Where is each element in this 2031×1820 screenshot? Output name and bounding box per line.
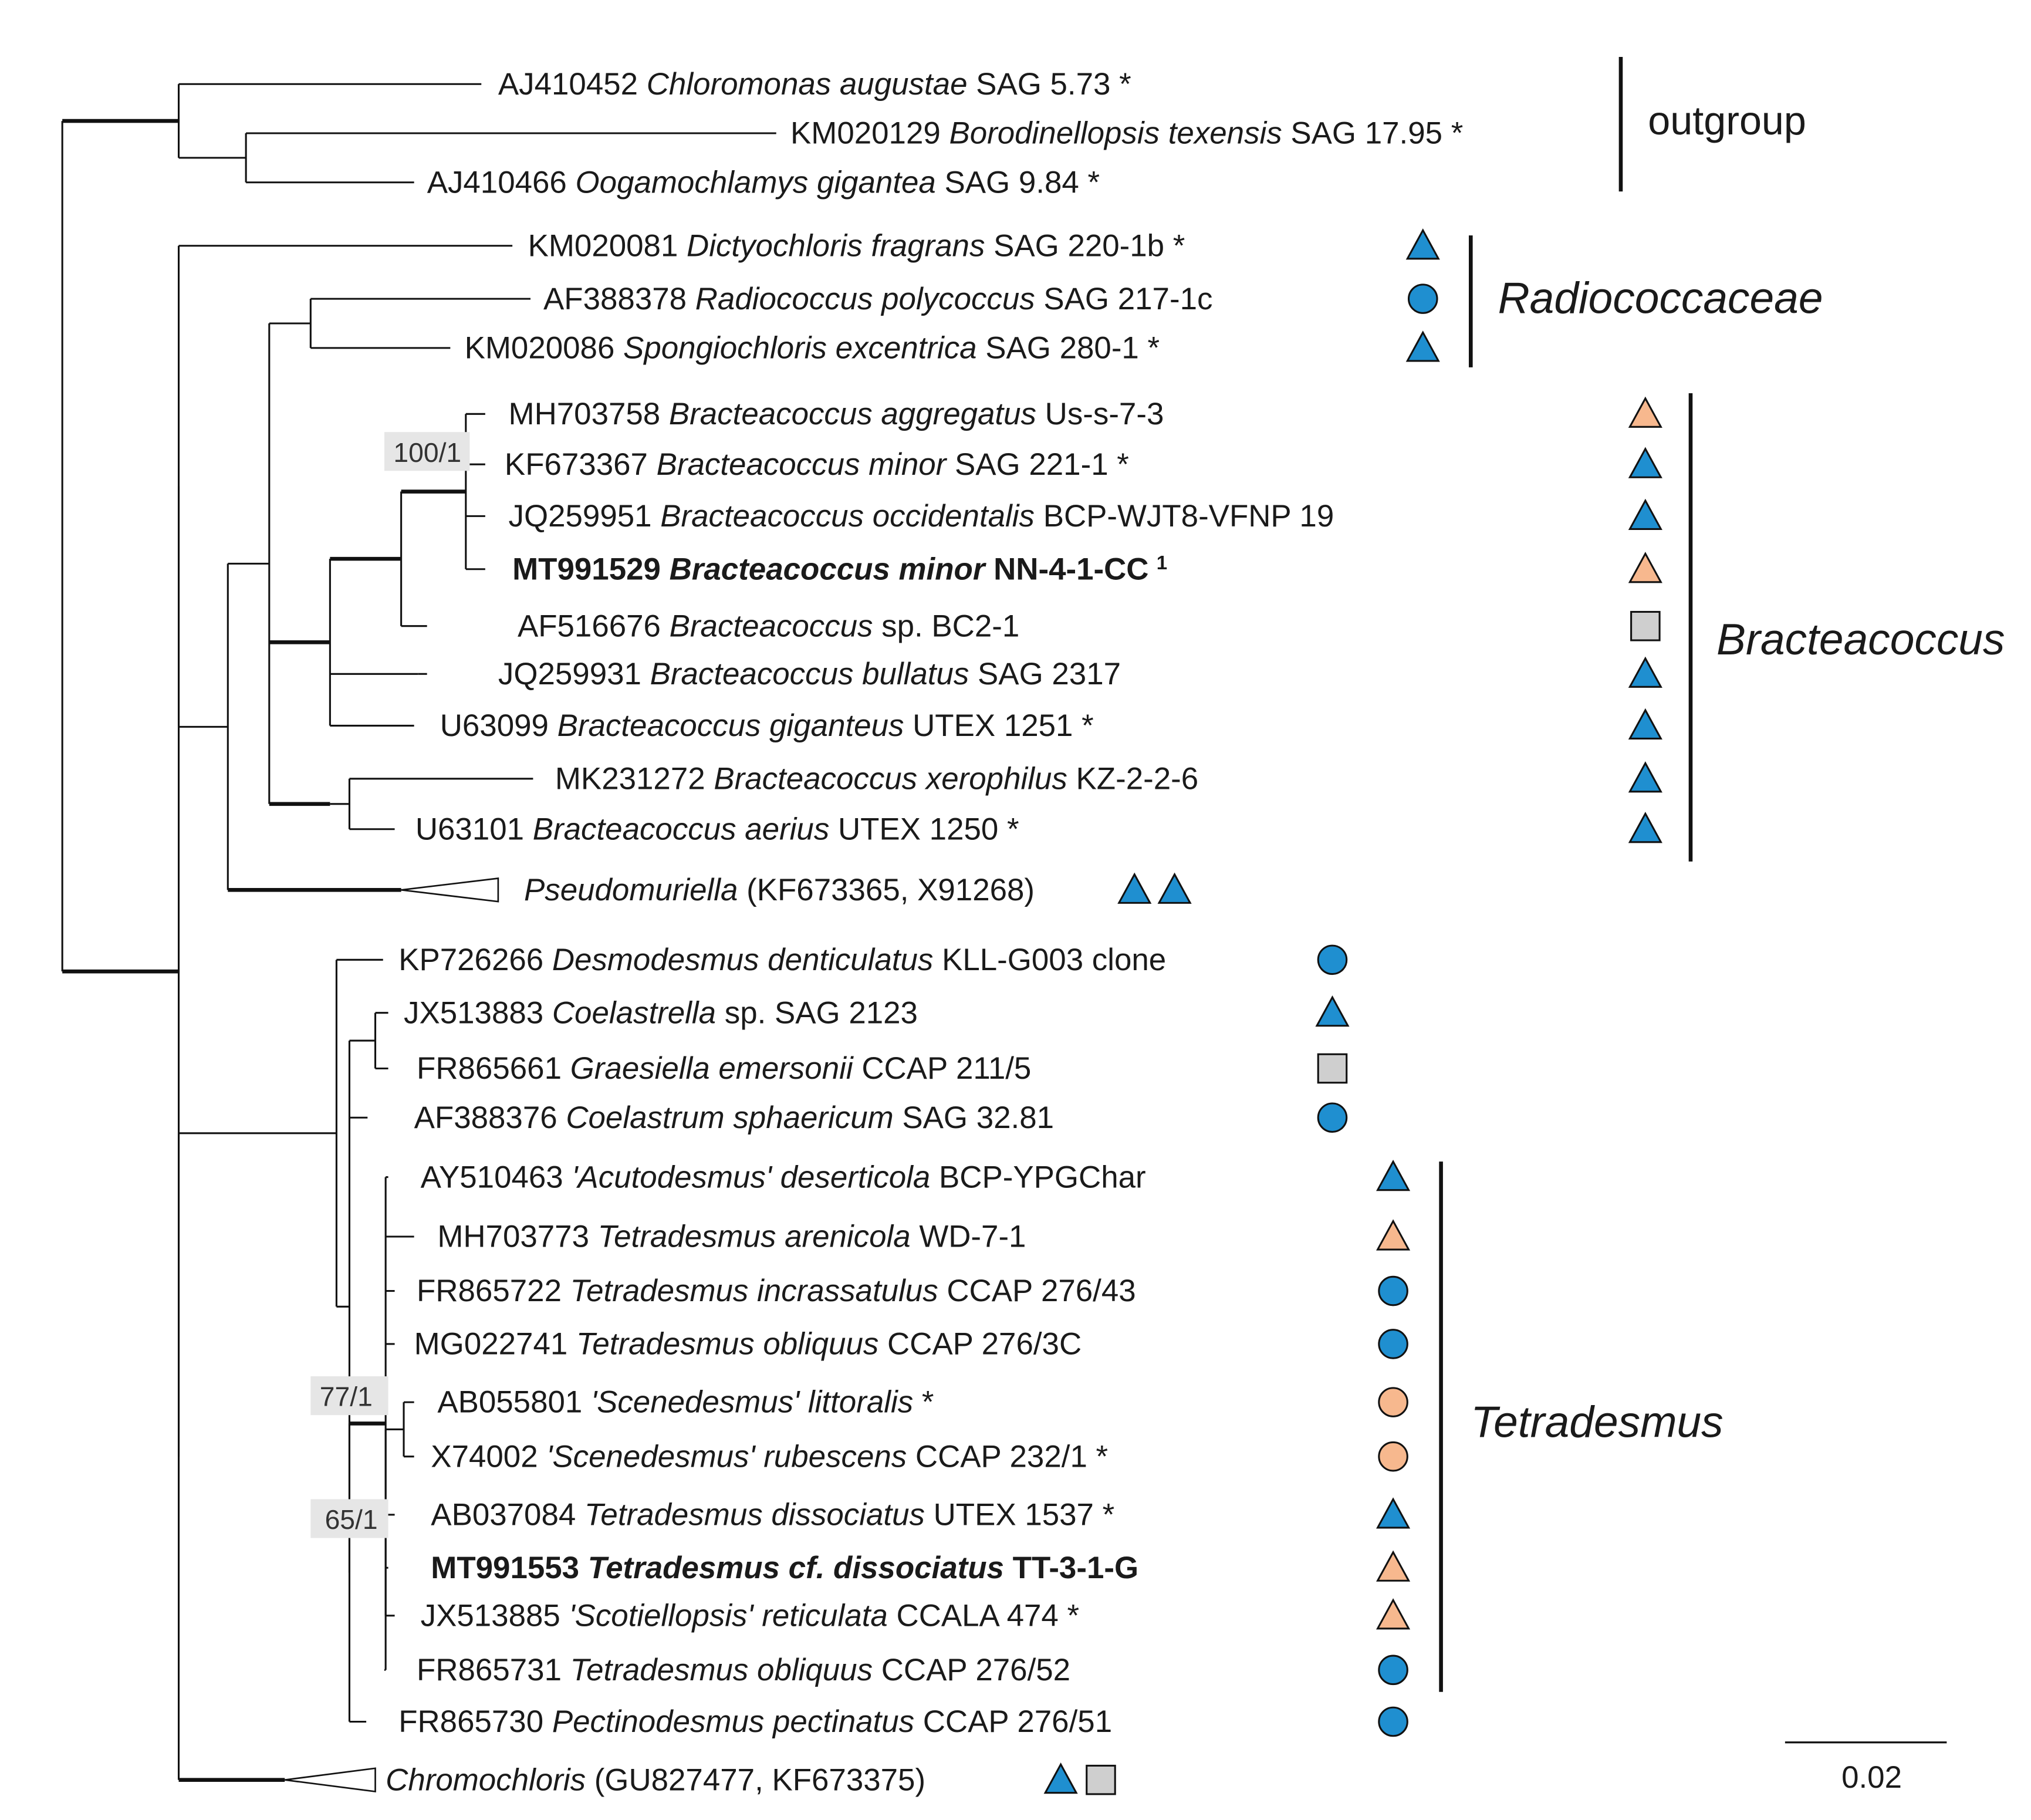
orange-circle-icon <box>1378 1441 1408 1472</box>
group-label-tetradesmus: Tetradesmus <box>1471 1397 1723 1447</box>
taxon-label: MH703773 Tetradesmus arenicola WD-7-1 <box>437 1220 1026 1254</box>
orange-triangle-icon <box>1376 1550 1411 1582</box>
orange-triangle-icon <box>1376 1598 1411 1630</box>
taxon-label: KM020129 Borodinellopsis texensis SAG 17… <box>790 116 1463 151</box>
taxon-label: Chromochloris (GU827477, KF673375) <box>386 1762 925 1797</box>
taxon-labels: AJ410452 Chloromonas augustae SAG 5.73 *… <box>386 67 1463 1797</box>
taxon-label: Pseudomuriella (KF673365, X91268) <box>524 873 1035 907</box>
blue-circle-icon <box>1378 1329 1408 1359</box>
taxon-label: AJ410466 Oogamochlamys gigantea SAG 9.84… <box>427 165 1100 200</box>
blue-circle-icon <box>1407 283 1438 314</box>
blue-circle-icon <box>1378 1654 1408 1686</box>
taxon-label: KP726266 Desmodesmus denticulatus KLL-G0… <box>398 943 1166 977</box>
blue-triangle-icon <box>1117 872 1152 904</box>
bootstrap-bg-2 <box>310 1376 388 1416</box>
taxon-label: FR865730 Pectinodesmus pectinatus CCAP 2… <box>398 1704 1112 1739</box>
group-label-bracteacoccus: Bracteacoccus <box>1716 614 2005 664</box>
bootstrap-label: 65/1 <box>325 1504 378 1535</box>
scale-bar: 0.02 <box>1785 1741 1947 1795</box>
collapsed-clade-triangle <box>401 877 499 903</box>
blue-circle-icon <box>1378 1275 1408 1306</box>
taxon-label: MT991553 Tetradesmus cf. dissociatus TT-… <box>431 1551 1138 1585</box>
blue-circle-icon <box>1317 1102 1348 1133</box>
taxon-label: FR865722 Tetradesmus incrassatulus CCAP … <box>417 1274 1136 1308</box>
blue-triangle-icon <box>1628 498 1662 530</box>
orange-circle-icon <box>1378 1387 1408 1417</box>
taxon-label: JQ259931 Bracteacoccus bullatus SAG 2317 <box>498 657 1121 691</box>
blue-triangle-icon <box>1628 812 1662 843</box>
blue-triangle-icon <box>1376 1159 1411 1191</box>
bootstrap-bg-1 <box>384 432 470 471</box>
gray-square-icon <box>1086 1764 1116 1795</box>
taxon-label: MH703758 Bracteacoccus aggregatus Us-s-7… <box>509 397 1164 431</box>
blue-triangle-icon <box>1628 447 1662 478</box>
taxon-label: U63099 Bracteacoccus giganteus UTEX 1251… <box>440 708 1094 743</box>
scale-bar-label: 0.02 <box>1841 1760 1902 1795</box>
tree-branches <box>61 83 776 1793</box>
taxon-label: FR865731 Tetradesmus obliquus CCAP 276/5… <box>417 1653 1070 1687</box>
blue-triangle-icon <box>1315 995 1350 1027</box>
blue-triangle-icon <box>1628 708 1662 740</box>
bootstrap-labels: 100/1 77/1 65/1 <box>310 432 470 1538</box>
taxon-label: AJ410452 Chloromonas augustae SAG 5.73 * <box>498 67 1131 102</box>
group-label-radiococcaceae: Radiococcaceae <box>1498 273 1823 322</box>
blue-triangle-icon <box>1628 656 1662 688</box>
group-label-outgroup: outgroup <box>1648 99 1806 143</box>
taxon-label: JX513883 Coelastrella sp. SAG 2123 <box>404 995 918 1030</box>
gray-square-icon <box>1317 1053 1348 1084</box>
blue-triangle-icon <box>1405 228 1440 260</box>
orange-triangle-icon <box>1628 552 1662 583</box>
blue-triangle-icon <box>1157 872 1192 904</box>
taxon-label: AY510463 'Acutodesmus' deserticola BCP-Y… <box>421 1160 1146 1194</box>
taxon-label: JQ259951 Bracteacoccus occidentalis BCP-… <box>509 499 1334 533</box>
orange-triangle-icon <box>1376 1219 1411 1251</box>
blue-triangle-icon <box>1376 1497 1411 1529</box>
gray-square-icon <box>1630 610 1661 641</box>
blue-triangle-icon <box>1405 330 1440 362</box>
taxon-label: MG022741 Tetradesmus obliquus CCAP 276/3… <box>414 1327 1082 1362</box>
blue-circle-icon <box>1317 944 1348 975</box>
taxon-label: JX513885 'Scotiellopsis' reticulata CCAL… <box>421 1598 1079 1633</box>
taxon-label: AB037084 Tetradesmus dissociatus UTEX 15… <box>431 1497 1114 1532</box>
taxon-label: KM020086 Spongiochloris excentrica SAG 2… <box>465 331 1160 366</box>
clade-brackets: outgroup Radiococcaceae Bracteacoccus Te… <box>1439 56 2005 1692</box>
blue-circle-icon <box>1378 1706 1408 1737</box>
taxon-label: KM020081 Dictyochloris fragrans SAG 220-… <box>528 228 1185 263</box>
taxon-label: U63101 Bracteacoccus aerius UTEX 1250 * <box>415 812 1019 846</box>
taxon-label: AF388378 Radiococcus polycoccus SAG 217-… <box>543 282 1212 316</box>
habitat-markers <box>1043 228 1662 1795</box>
collapsed-clade-triangle <box>285 1767 376 1793</box>
taxon-label: FR865661 Graesiella emersonii CCAP 211/5 <box>417 1051 1031 1086</box>
taxon-label: AF388376 Coelastrum sphaericum SAG 32.81 <box>414 1100 1054 1135</box>
taxon-label: X74002 'Scenedesmus' rubescens CCAP 232/… <box>431 1439 1108 1474</box>
taxon-label: AF516676 Bracteacoccus sp. BC2-1 <box>518 609 1019 643</box>
taxon-label: KF673367 Bracteacoccus minor SAG 221-1 * <box>505 447 1129 482</box>
bootstrap-bg-3 <box>310 1499 388 1538</box>
bootstrap-label: 77/1 <box>320 1382 373 1412</box>
blue-triangle-icon <box>1043 1762 1078 1794</box>
orange-triangle-icon <box>1628 396 1662 428</box>
blue-triangle-icon <box>1628 761 1662 793</box>
taxon-label: MK231272 Bracteacoccus xerophilus KZ-2-2… <box>555 761 1198 796</box>
taxon-label: AB055801 'Scenedesmus' littoralis * <box>437 1385 934 1420</box>
bootstrap-label: 100/1 <box>393 437 461 468</box>
